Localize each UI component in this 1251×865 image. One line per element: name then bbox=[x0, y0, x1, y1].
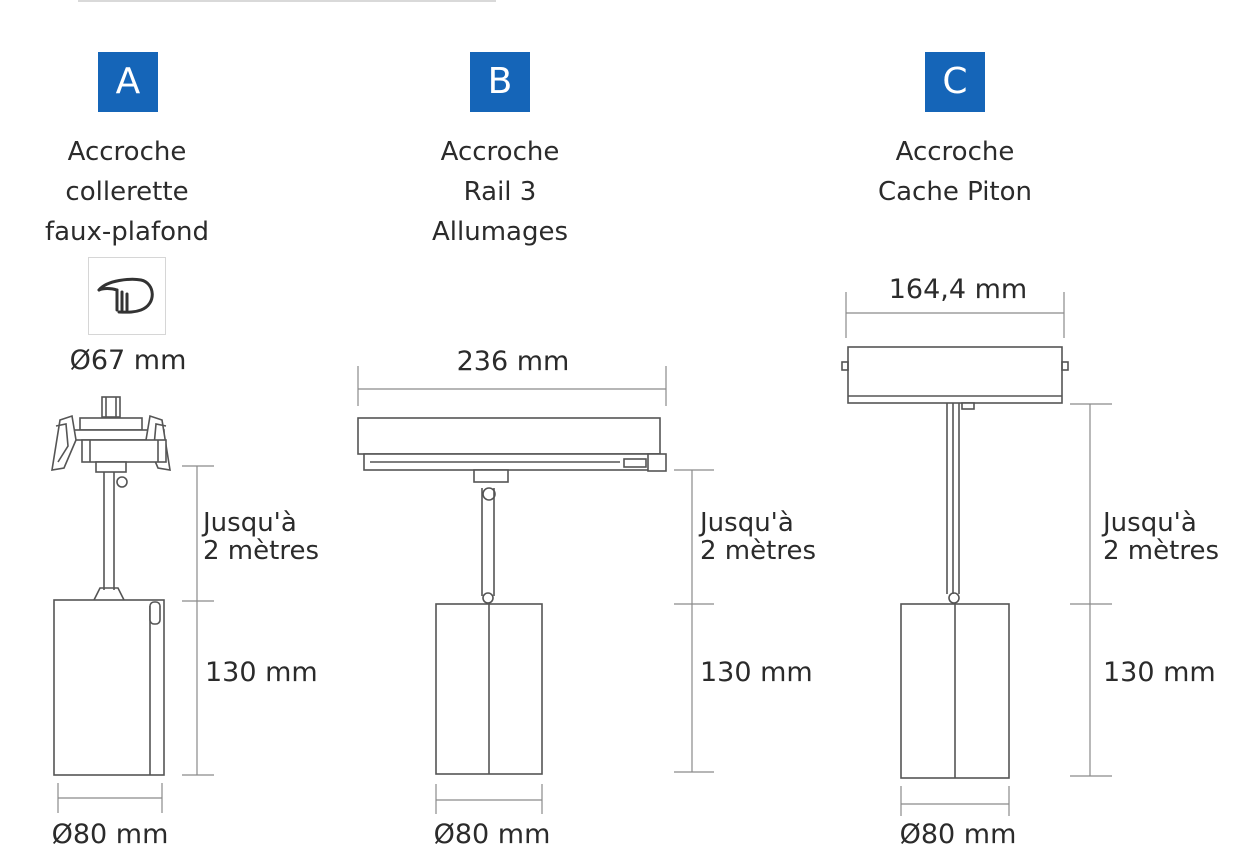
hand-pull-icon-box bbox=[88, 257, 166, 335]
body-height-a: 130 mm bbox=[205, 657, 318, 688]
hang-length-a: Jusqu'à 2 mètres bbox=[203, 509, 319, 565]
fixture-c bbox=[841, 346, 1069, 779]
title-a-line-1: Accroche bbox=[67, 137, 187, 167]
diameter-bottom-a: Ø80 mm bbox=[51, 819, 169, 850]
width-c: 164,4 mm bbox=[888, 274, 1028, 305]
badge-b: B bbox=[470, 52, 530, 112]
diameter-bottom-b: Ø80 mm bbox=[433, 819, 551, 850]
title-b-line-3: Allumages bbox=[431, 217, 569, 247]
title-a: Accroche collerette faux-plafond bbox=[0, 132, 257, 252]
hang-b-line-1: Jusqu'à bbox=[700, 508, 794, 538]
fixture-b bbox=[357, 417, 667, 775]
hang-a-line-1: Jusqu'à bbox=[203, 508, 297, 538]
title-a-line-3: faux-plafond bbox=[44, 217, 210, 247]
hang-c-line-1: Jusqu'à bbox=[1103, 508, 1197, 538]
title-b-line-1: Accroche bbox=[440, 137, 560, 167]
title-c: Accroche Cache Piton bbox=[825, 132, 1085, 212]
hang-c-line-2: 2 mètres bbox=[1103, 536, 1219, 566]
hand-pull-icon bbox=[97, 277, 154, 314]
badge-a: A bbox=[98, 52, 158, 112]
diameter-bottom-c: Ø80 mm bbox=[899, 819, 1017, 850]
top-divider bbox=[78, 0, 496, 2]
hang-a-line-2: 2 mètres bbox=[203, 536, 319, 566]
badge-c: C bbox=[925, 52, 985, 112]
dimension-lines bbox=[57, 292, 1112, 816]
body-height-c: 130 mm bbox=[1103, 657, 1216, 688]
title-a-line-2: collerette bbox=[65, 177, 189, 207]
fixture-a bbox=[51, 396, 171, 776]
title-b-line-2: Rail 3 bbox=[463, 177, 537, 207]
body-height-b: 130 mm bbox=[700, 657, 813, 688]
title-b: Accroche Rail 3 Allumages bbox=[370, 132, 630, 252]
hang-length-b: Jusqu'à 2 mètres bbox=[700, 509, 816, 565]
hang-b-line-2: 2 mètres bbox=[700, 536, 816, 566]
width-b: 236 mm bbox=[456, 346, 570, 377]
hang-length-c: Jusqu'à 2 mètres bbox=[1103, 509, 1219, 565]
diameter-top-a: Ø67 mm bbox=[69, 345, 187, 376]
title-c-line-1: Accroche bbox=[895, 137, 1015, 167]
title-c-line-2: Cache Piton bbox=[877, 177, 1033, 207]
